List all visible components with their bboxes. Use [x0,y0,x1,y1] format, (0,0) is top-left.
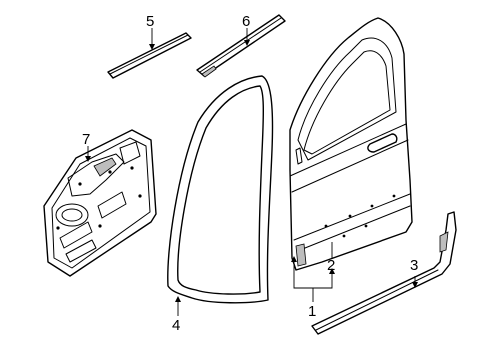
callout-7: 7 [82,131,90,148]
part-3-lower-weatherstrip[interactable] [311,211,457,335]
callout-labels: 5 6 7 4 1 2 3 [82,13,418,334]
callout-2: 2 [327,257,335,274]
callout-5: 5 [146,13,154,30]
callout-4: 4 [172,317,180,334]
part-4-opening-weatherstrip[interactable] [167,75,274,304]
callout-3: 3 [410,257,418,274]
part-5-belt-weatherstrip[interactable] [107,32,192,79]
part-2-door-shell[interactable] [289,17,413,271]
callout-6: 6 [242,13,250,30]
leader-lines [85,28,418,316]
part-6-belt-molding[interactable] [196,14,286,78]
callout-1: 1 [308,303,316,320]
part-7-inner-panel[interactable] [43,129,157,277]
